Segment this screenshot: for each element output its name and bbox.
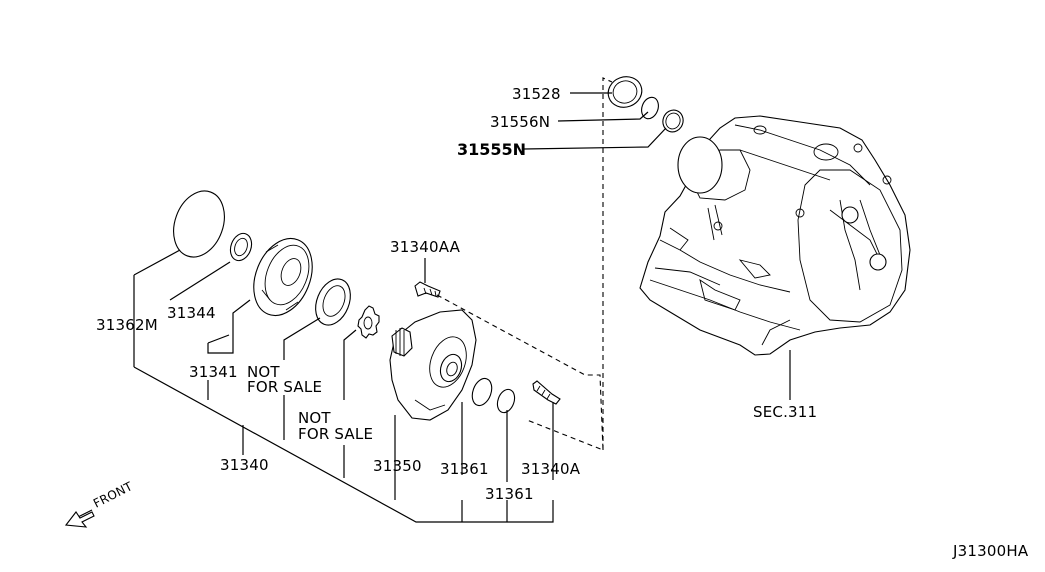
label-31341: 31341 xyxy=(189,363,238,381)
o-ring-31361-a xyxy=(471,377,493,407)
label-31340a: 31340A xyxy=(521,460,581,478)
label-31344: 31344 xyxy=(167,304,216,322)
pump-cover-31341 xyxy=(253,238,313,316)
label-31350: 31350 xyxy=(373,457,422,475)
bolt-31340a xyxy=(532,380,561,405)
o-ring-31361-b xyxy=(496,388,516,414)
bolt-31340aa xyxy=(414,281,441,298)
oil-seal-31555n xyxy=(662,109,684,133)
label-sec311: SEC.311 xyxy=(753,403,817,421)
inner-gear xyxy=(357,305,380,339)
oil-pump-assembly-31350 xyxy=(389,309,477,421)
outer-gear xyxy=(315,278,351,326)
seal-31344 xyxy=(229,232,253,262)
label-not-for-sale-2-line1: NOT xyxy=(298,409,331,427)
label-31528: 31528 xyxy=(512,85,561,103)
front-arrow-icon xyxy=(64,509,95,528)
label-31340: 31340 xyxy=(220,456,269,474)
label-not-for-sale-2-line2: FOR SALE xyxy=(298,425,373,443)
front-label: FRONT xyxy=(91,479,135,511)
label-31556n: 31556N xyxy=(490,113,550,131)
label-31362m: 31362M xyxy=(96,316,158,334)
label-31361-a: 31361 xyxy=(440,460,489,478)
o-ring-31362m xyxy=(173,190,225,258)
label-31361-b: 31361 xyxy=(485,485,534,503)
label-31555n: 31555N xyxy=(457,140,526,159)
seal-ring-31528 xyxy=(607,76,643,108)
label-31340aa: 31340AA xyxy=(390,238,461,256)
diagram-id: J31300HA xyxy=(952,542,1029,560)
assembly-dashed-line xyxy=(436,77,613,451)
transmission-housing xyxy=(639,115,911,356)
label-not-for-sale-1-line2: FOR SALE xyxy=(247,378,322,396)
label-not-for-sale-1-line1: NOT xyxy=(247,363,280,381)
leader-lines xyxy=(133,92,791,523)
